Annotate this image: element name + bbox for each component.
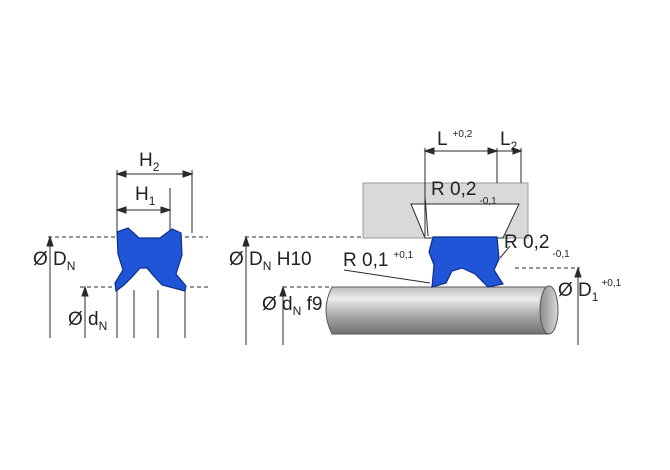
dn-label: Ø DN <box>33 249 75 273</box>
dn-f9-label: Ø dN f9 <box>262 294 322 318</box>
left-seal-view <box>46 170 208 338</box>
seal-profile-icon <box>114 227 187 293</box>
small-dn-label: Ø dN <box>68 309 107 333</box>
rod-seal-profile <box>428 236 504 288</box>
r01-label: R 0,1+0,1 <box>343 250 414 271</box>
h2-label: H2 <box>139 150 160 174</box>
right-dimension-lines <box>242 147 582 345</box>
dn-h10-label: Ø DN H10 <box>229 249 312 273</box>
r02-top-label: R 0,2-0,1 <box>431 179 497 207</box>
h1-label: H1 <box>135 184 156 208</box>
l2-label: L2 <box>500 129 518 153</box>
groove-chamfer <box>410 203 520 239</box>
piston-rod-icon <box>325 285 559 335</box>
r02-right-label: R 0,2-0,1 <box>504 232 570 260</box>
l-label: L+0,2 <box>437 129 473 150</box>
d1-label: Ø D1+0,1 <box>558 278 622 304</box>
